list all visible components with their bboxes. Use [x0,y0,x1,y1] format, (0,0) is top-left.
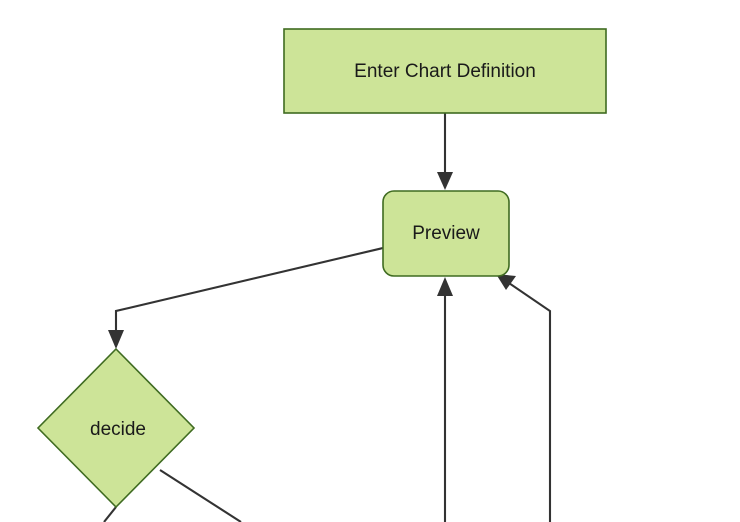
edge-decide-bottom-left [103,506,117,522]
edge-line [505,280,552,522]
node-label-enter-chart-definition: Enter Chart Definition [354,61,536,82]
edge-line [114,246,384,336]
node-enter-chart-definition[interactable]: Enter Chart Definition [283,28,607,114]
edge-preview-to-decide [108,246,384,349]
node-shape-diamond[interactable] [36,347,196,509]
node-label-decide: decide [90,419,146,440]
arrowhead-icon [437,172,453,190]
edge-line [159,469,242,522]
node-shape-rounded-rectangle[interactable] [382,190,510,277]
node-shape-rectangle[interactable] [283,28,607,114]
arrowhead-icon [496,274,516,290]
edge-bottom-center-to-preview [437,277,453,522]
node-label-preview: Preview [412,223,480,244]
arrowhead-icon [108,330,124,349]
edge-enter-to-preview [437,113,453,190]
edge-line [103,506,117,522]
node-decide[interactable]: decide [36,347,196,509]
node-preview[interactable]: Preview [382,190,510,277]
arrowhead-icon [437,277,453,296]
edge-decide-bottom-right [159,469,242,522]
edge-bottom-right-to-preview [496,274,552,522]
